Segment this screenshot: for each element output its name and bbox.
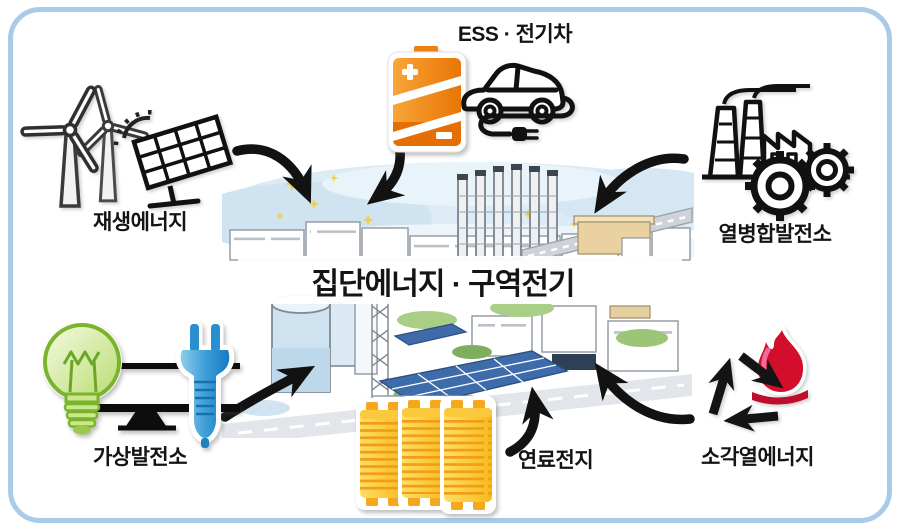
fuel-cell-stack — [356, 396, 496, 514]
incineration-icons — [708, 326, 808, 432]
gears-icon — [745, 143, 854, 221]
battery-icon — [387, 46, 467, 153]
plug-tip-icon — [512, 127, 539, 141]
renewable-label: 재생에너지 — [92, 211, 188, 234]
electric-car-icon — [461, 62, 575, 141]
fuel-cell-stacks-icon — [356, 396, 496, 514]
incineration-label: 소각열에너지 — [701, 446, 814, 469]
ess-label: ESS · 전기차 — [457, 23, 573, 46]
sun-rays-icon — [113, 110, 158, 146]
chp-label: 열병합발전소 — [718, 223, 832, 246]
wind-turbine-icon — [20, 85, 99, 208]
industrial-structures — [521, 207, 693, 265]
plug-cable-icon — [478, 95, 575, 137]
diagram-title: 집단에너지 · 구역전기 — [311, 268, 575, 301]
recycle-icon — [708, 352, 784, 432]
vpp-icons — [42, 320, 240, 448]
light-bulb-icon — [42, 322, 122, 435]
solar-panel-icon — [131, 114, 234, 209]
vpp-label: 가상발전소 — [92, 446, 188, 469]
fuel-cell-label: 연료전지 — [517, 449, 594, 472]
renewable-icons — [20, 85, 234, 209]
power-plug-icon — [175, 320, 235, 448]
title-banner — [238, 256, 682, 304]
wind-turbine-icon — [76, 85, 149, 203]
chp-plant-icon — [702, 84, 854, 221]
